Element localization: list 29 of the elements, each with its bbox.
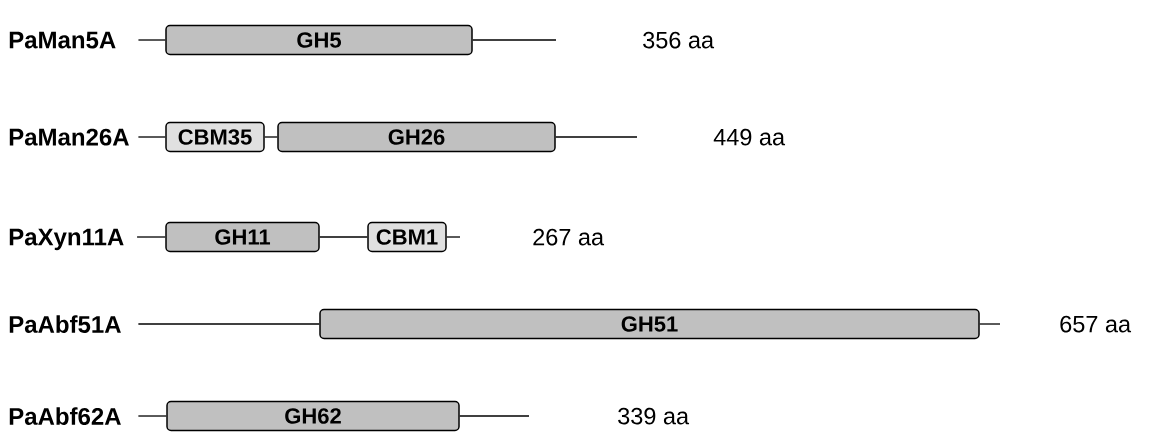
backbone-line (264, 136, 278, 138)
domain-box: CBM1 (367, 221, 447, 253)
backbone-line (137, 323, 320, 325)
backbone-line (446, 236, 461, 238)
length-label: 267 aa (533, 228, 605, 246)
domain-box: CBM35 (165, 121, 265, 153)
domain-box: GH62 (166, 400, 460, 432)
backbone-line (319, 236, 368, 238)
protein-name: PaXyn11A (9, 228, 124, 251)
backbone-line (472, 39, 557, 41)
length-label: 449 aa (713, 128, 786, 146)
protein-name: PaAbf62A (9, 407, 121, 425)
length-label: 356 aa (643, 31, 715, 49)
domain-box: GH26 (277, 121, 556, 153)
protein-name: PaMan5A (9, 31, 116, 49)
backbone-line (137, 39, 166, 41)
backbone-line (137, 415, 167, 417)
backbone-line (137, 136, 166, 138)
backbone-line (459, 415, 530, 417)
domain-box: GH5 (165, 24, 473, 56)
protein-name: PaAbf51A (9, 315, 121, 333)
backbone-line (136, 236, 166, 238)
length-label: 339 aa (618, 407, 690, 425)
backbone-line (555, 136, 638, 138)
domain-box: GH11 (165, 221, 320, 253)
length-label: 657 aa (1060, 315, 1132, 333)
domain-box: GH51 (319, 308, 980, 340)
protein-name: PaMan26A (9, 128, 129, 146)
backbone-line (979, 323, 1001, 325)
